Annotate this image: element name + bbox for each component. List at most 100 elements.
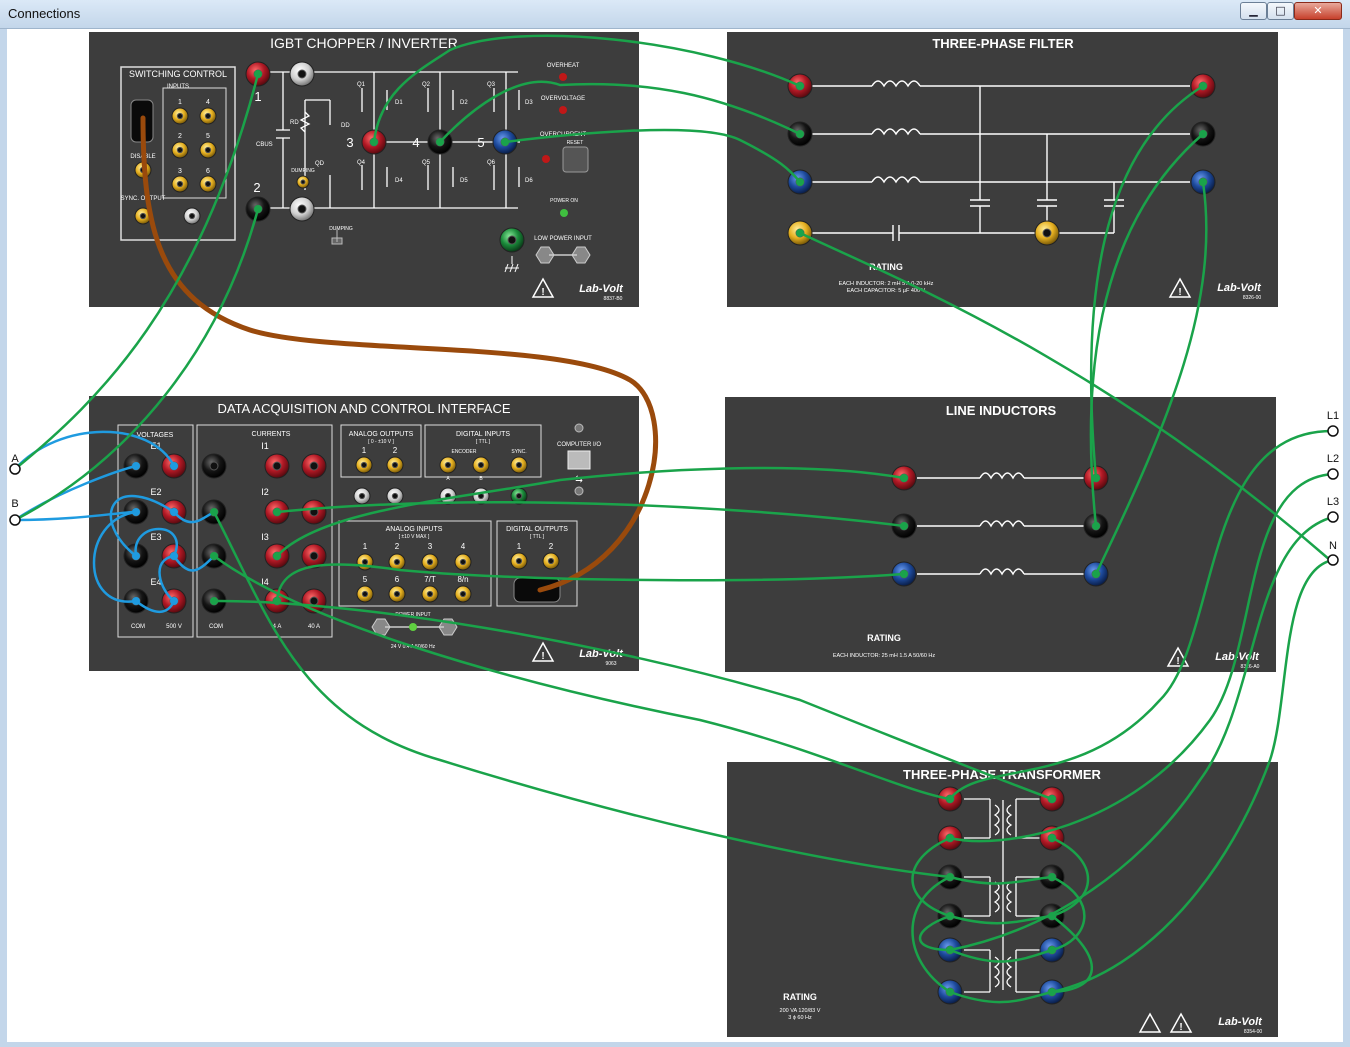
q1-label: Q1 xyxy=(357,82,366,88)
connection-wires[interactable] xyxy=(13,34,1335,1004)
i3-label: I3 xyxy=(261,532,269,542)
encoder-a-jack-socket-hole xyxy=(444,461,452,469)
q3-label: Q3 xyxy=(487,82,496,88)
terminal-b[interactable] xyxy=(9,514,21,526)
line-inductors-rating-label: RATING xyxy=(867,633,901,643)
di-ground-green-socket-hole xyxy=(515,492,523,500)
daq-power-input-connector[interactable] xyxy=(371,618,458,636)
wire-xfmr-link7[interactable] xyxy=(948,948,1054,963)
digital-output-connector[interactable] xyxy=(513,577,561,603)
wire-filter-out-c[interactable] xyxy=(1094,180,1208,576)
wire-li-b-i2[interactable] xyxy=(275,501,906,528)
terminal-l2[interactable] xyxy=(1327,468,1339,480)
terminal-l3[interactable] xyxy=(1327,511,1339,523)
daq-model: 9063 xyxy=(605,661,616,667)
close-button[interactable]: ✕ xyxy=(1294,2,1342,20)
wire-xfmr-link10[interactable] xyxy=(948,875,1054,885)
wire-xfmr-link1[interactable] xyxy=(911,836,952,918)
wire-e3-link[interactable] xyxy=(134,527,178,558)
terminal-l1-label: L1 xyxy=(1327,410,1339,422)
wire-li-a-i3[interactable] xyxy=(275,466,906,558)
terminal-l2-label: L2 xyxy=(1327,453,1339,465)
v-com-label: COM xyxy=(131,624,145,630)
terminal-l3-label: L3 xyxy=(1327,496,1339,508)
igbt-input-1-socket-hole xyxy=(176,112,184,120)
ai5-jack-socket-hole xyxy=(361,590,369,598)
wire-igbt5-filter-c[interactable] xyxy=(503,128,802,184)
terminal-a[interactable] xyxy=(9,463,21,475)
transformer-model: 8354-00 xyxy=(1244,1029,1263,1035)
low-power-input-connector[interactable] xyxy=(535,246,591,264)
screw-icon xyxy=(574,423,584,433)
filter-title: THREE-PHASE FILTER xyxy=(932,36,1074,51)
window-title: Connections xyxy=(8,6,81,21)
usb-port[interactable] xyxy=(567,450,591,470)
wire-xfmr-link8[interactable] xyxy=(948,990,1054,1004)
wire-i2com-xfmr[interactable] xyxy=(212,554,952,801)
q2-label: Q2 xyxy=(422,82,431,88)
wire-filter-out-b[interactable] xyxy=(1089,132,1205,528)
wire-a-igbt1[interactable] xyxy=(13,72,260,471)
wire-xfmr-link6[interactable] xyxy=(1050,914,1094,994)
wire-filter-n-neutral[interactable] xyxy=(798,231,1332,562)
wire-e2-e3com[interactable] xyxy=(109,494,176,558)
input-1-label: 1 xyxy=(178,99,182,106)
maximize-button[interactable]: □ xyxy=(1267,2,1294,20)
wire-xfmr-link4[interactable] xyxy=(1050,836,1090,918)
wire-xfmr-link2[interactable] xyxy=(911,875,952,994)
wire-e4-e3[interactable] xyxy=(158,554,176,603)
reset-button[interactable] xyxy=(562,146,589,173)
control-cable[interactable] xyxy=(140,115,658,593)
ai4-jack-socket-hole xyxy=(459,558,467,566)
wire-xfmr-link3[interactable] xyxy=(918,914,952,952)
dd-label: DD xyxy=(341,123,350,129)
terminal-n[interactable] xyxy=(1327,554,1339,566)
line-inductors-panel: LINE INDUCTORS RATING EACH INDUCTOR: 25 … xyxy=(725,397,1276,672)
dumping-switch-label: DUMPING xyxy=(329,226,353,232)
wire-l1-xfmr[interactable] xyxy=(948,429,1335,801)
wire-i3com-xfmr[interactable] xyxy=(212,599,1054,801)
connections-canvas[interactable]: IGBT CHOPPER / INVERTER SWITCHING CONTRO… xyxy=(7,29,1343,1042)
wire-e3-i2[interactable] xyxy=(172,554,216,572)
wire-n-xfmr[interactable] xyxy=(1050,558,1335,994)
line-inductors-circuit xyxy=(917,472,1085,576)
i-com-label: COM xyxy=(209,624,223,630)
q5-label: Q5 xyxy=(422,160,431,166)
igbt-input-numbers: 1 4 2 5 3 6 xyxy=(178,99,210,175)
wire-xfmr-link5[interactable] xyxy=(1050,875,1086,952)
igbt-ground-jack-socket-hole xyxy=(507,235,517,245)
overheat-label: OVERHEAT xyxy=(547,63,580,69)
terminal-b-label: B xyxy=(11,498,18,510)
wire-b-igbt2[interactable] xyxy=(13,207,260,522)
terminal-1-label: 1 xyxy=(254,89,261,104)
wire-i1com-xfmr[interactable] xyxy=(212,510,952,879)
dumping-switch[interactable] xyxy=(331,228,343,245)
terminal-l1[interactable] xyxy=(1327,425,1339,437)
wire-xfmr-link9[interactable] xyxy=(948,914,1054,925)
minimize-button[interactable]: ▁ xyxy=(1240,2,1267,20)
ai1-label: 1 xyxy=(363,542,368,551)
digital-inputs-label: DIGITAL INPUTS xyxy=(456,431,510,438)
wire-l2-xfmr[interactable] xyxy=(948,472,1335,843)
external-terminals[interactable]: A B L1 L2 L3 N xyxy=(9,410,1339,566)
e2-label: E2 xyxy=(150,487,161,497)
data-acquisition-panel: DATA ACQUISITION AND CONTROL INTERFACE V… xyxy=(89,396,639,671)
dumping-label: DUMPING xyxy=(291,168,315,174)
encoder-a-label: A xyxy=(446,476,450,482)
line-inductors-warning-icon xyxy=(1166,646,1190,667)
screw-icon xyxy=(574,486,584,496)
ai2-label: 2 xyxy=(395,542,400,551)
wire-igbt3-filter-a[interactable] xyxy=(372,34,802,144)
qd-label: QD xyxy=(315,161,325,167)
wire-e4com-e2com[interactable] xyxy=(92,510,138,603)
input-4-label: 4 xyxy=(206,99,210,106)
ai6-label: 6 xyxy=(395,575,400,584)
power-input-label: POWER INPUT xyxy=(395,612,430,618)
terminal-a-label: A xyxy=(11,453,19,465)
wire-li-c-i4[interactable] xyxy=(275,563,906,603)
ai8-jack-socket-hole xyxy=(459,590,467,598)
wire-igbt4-filter-b[interactable] xyxy=(438,80,802,144)
q6-label: Q6 xyxy=(487,160,496,166)
input-5-label: 5 xyxy=(206,133,210,140)
window-titlebar[interactable]: Connections ▁ □ ✕ xyxy=(0,0,1350,29)
